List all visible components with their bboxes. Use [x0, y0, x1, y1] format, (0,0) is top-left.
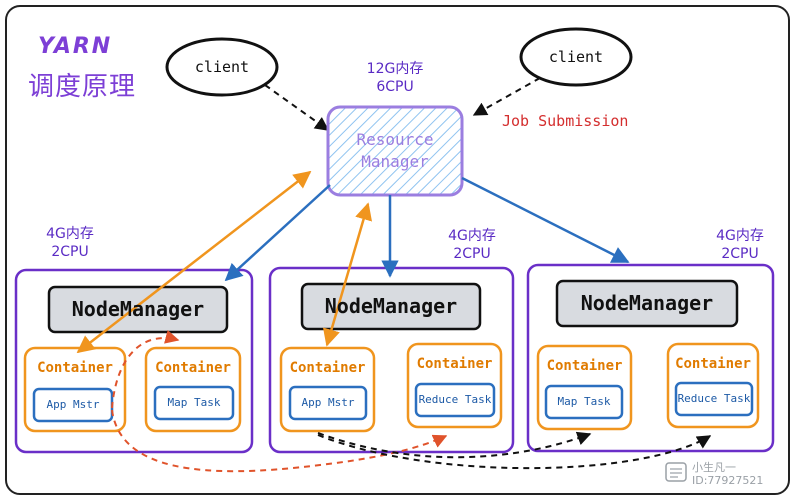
resource-manager-label: Resource Manager — [328, 129, 462, 173]
node-3-cpu: 2CPU — [721, 246, 759, 262]
task-3b-label: Reduce Task — [677, 392, 751, 405]
node-1-resources: 4G内存 2CPU — [30, 225, 110, 261]
rm-cpu: 6CPU — [376, 79, 414, 95]
node-2-memory: 4G内存 — [448, 228, 496, 244]
rm-line2: Manager — [361, 152, 429, 171]
task-2a-label: App Mstr — [301, 396, 355, 409]
task-2b-box — [414, 382, 496, 418]
nodemanager-3-box — [555, 279, 739, 328]
outer-frame — [5, 5, 790, 495]
task-1a-label: App Mstr — [46, 398, 100, 411]
task-3a-label: Map Task — [557, 395, 611, 408]
rm-resources: 12G内存 6CPU — [350, 60, 440, 96]
appmaster2-to-maptask3-arrow — [317, 431, 592, 459]
container-3a-label: Container — [546, 358, 623, 374]
nodemanager-2-label: NodeManager — [324, 294, 458, 318]
node-2-resources: 4G内存 2CPU — [432, 227, 512, 263]
watermark: 小生凡一 ID:77927521 — [692, 461, 763, 487]
nodemanager-3-label: NodeManager — [580, 291, 714, 315]
title-chinese: 调度原理 — [28, 72, 137, 102]
task-3a-box — [544, 384, 624, 420]
node-3-memory: 4G内存 — [716, 228, 764, 244]
task-1b-box — [153, 385, 235, 421]
task-1b-label: Map Task — [167, 396, 221, 409]
job-submission-label: Job Submission — [502, 112, 629, 130]
appmaster2-rm-arrow — [322, 202, 373, 347]
client-right-ellipse — [519, 27, 633, 87]
appmaster1-rm-arrow — [76, 170, 312, 354]
node-3-resources: 4G内存 2CPU — [700, 227, 780, 263]
rm-to-nm1-arrow — [224, 184, 331, 282]
client-right-arrow — [472, 77, 541, 116]
watermark-name: 小生凡一 — [692, 461, 736, 474]
rm-to-nm3-arrow — [461, 176, 630, 264]
task-2b-label: Reduce Task — [418, 393, 492, 406]
container-2a-label: Container — [289, 360, 366, 376]
task-2a-box — [288, 385, 368, 421]
rm-line1: Resource — [356, 130, 434, 149]
node-1-cpu: 2CPU — [51, 244, 89, 260]
appmaster1-to-reducetask-arrow — [111, 409, 448, 473]
node-2-cpu: 2CPU — [453, 246, 491, 262]
container-3b-label: Container — [675, 356, 751, 372]
nodemanager-1-label: NodeManager — [71, 297, 205, 321]
appmaster1-to-maptask-arrow — [111, 330, 180, 409]
node-1-memory: 4G内存 — [46, 226, 94, 242]
watermark-icon — [665, 462, 687, 482]
title-english: YARN — [38, 34, 113, 59]
client-right-label: client — [548, 48, 604, 66]
container-2b-label: Container — [416, 356, 493, 372]
client-left-ellipse — [165, 37, 279, 97]
client-left-arrow — [264, 84, 330, 131]
watermark-id: ID:77927521 — [692, 474, 764, 487]
client-left-label: client — [194, 58, 250, 76]
rm-memory: 12G内存 — [366, 61, 424, 77]
task-3b-box — [674, 381, 754, 417]
resource-manager-box — [326, 105, 464, 197]
container-1a-label: Container — [37, 360, 113, 376]
container-1b-label: Container — [155, 360, 231, 376]
